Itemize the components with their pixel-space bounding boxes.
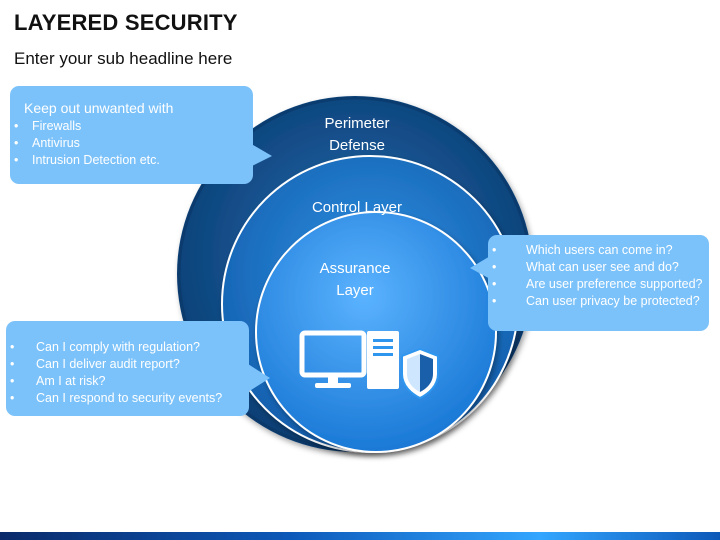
list-item: Are user preference supported?	[488, 276, 709, 293]
footer-gradient-bar	[0, 532, 720, 540]
list-item: Antivirus	[10, 135, 253, 152]
callout-heading: Keep out unwanted with	[24, 100, 174, 116]
list-item: Can I respond to security events?	[6, 390, 249, 407]
callout-control: Which users can come in? What can user s…	[488, 235, 709, 331]
list-item: Can user privacy be protected?	[488, 293, 709, 310]
callout-list: Which users can come in? What can user s…	[488, 242, 709, 310]
server-tower-icon	[367, 331, 399, 389]
monitor-icon	[299, 330, 367, 388]
list-item: Can I deliver audit report?	[6, 356, 249, 373]
callout-assurance: Can I comply with regulation? Can I deli…	[6, 321, 249, 416]
inner-ring-label: Assurance Layer	[319, 260, 391, 299]
list-item: Intrusion Detection etc.	[10, 152, 253, 169]
list-item: Am I at risk?	[6, 373, 249, 390]
page-title: LAYERED SECURITY	[14, 10, 238, 35]
list-item: Firewalls	[10, 118, 253, 135]
callout-right-pointer	[470, 255, 492, 280]
callout-perimeter: Keep out unwanted with Firewalls Antivir…	[10, 86, 253, 184]
callout-list: Firewalls Antivirus Intrusion Detection …	[10, 118, 253, 169]
list-item: Which users can come in?	[488, 242, 709, 259]
outer-ring-label: Perimeter Defense	[324, 115, 390, 154]
middle-ring-label: Control Layer	[311, 199, 403, 216]
list-item: What can user see and do?	[488, 259, 709, 276]
callout-bottom-left-pointer	[248, 364, 270, 392]
list-item: Can I comply with regulation?	[6, 339, 249, 356]
callout-list: Can I comply with regulation? Can I deli…	[6, 339, 249, 407]
callout-top-left-pointer	[248, 142, 272, 168]
page-subtitle: Enter your sub headline here	[14, 49, 233, 68]
shield-icon	[401, 347, 439, 400]
